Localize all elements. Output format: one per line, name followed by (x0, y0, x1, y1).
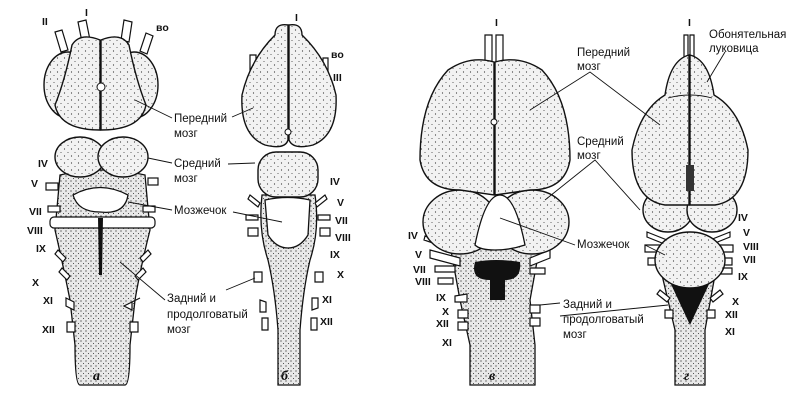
nerve-label: V (337, 197, 344, 209)
panel-letter-b: б (281, 369, 289, 384)
panel-letter-d: г (684, 369, 689, 384)
nerve-label: I (85, 7, 88, 19)
nerve-label: IV (330, 176, 340, 188)
brain-a (43, 19, 159, 386)
nerve-label: VII (743, 254, 756, 266)
nerve-label: VIII (27, 225, 43, 237)
panel-letter-a: а (93, 369, 100, 384)
label-midbrain: мозг (577, 150, 601, 162)
nerve-label: XI (43, 295, 53, 307)
nerve-label: XII (320, 316, 333, 328)
label-midbrain: мозг (174, 173, 198, 185)
nerve-label: X (732, 296, 739, 308)
nerve-label: III (333, 72, 342, 84)
nerve-label: IX (436, 292, 446, 304)
nerve-label: IV (408, 230, 418, 242)
panel-letter-c: в (489, 369, 496, 384)
nerve-label: X (32, 277, 39, 289)
nerve-label: I (495, 17, 498, 29)
label-forebrain: мозг (577, 61, 601, 73)
label-hindbrain: продолговатый (563, 314, 644, 326)
nerve-label: во (156, 22, 169, 34)
nerve-label: XI (322, 294, 332, 306)
nerve-label: XI (442, 337, 452, 349)
nerve-label: VIII (335, 232, 351, 244)
leader-lines (119, 51, 726, 317)
label-olfactory-bulb: Обонятельная (709, 29, 786, 41)
label-hindbrain: Задний и (167, 293, 216, 305)
nerve-label: IX (36, 243, 46, 255)
nerve-label: VII (29, 206, 42, 218)
label-hindbrain: продолговатый (167, 309, 248, 321)
nerve-label: VII (335, 215, 348, 227)
nerve-label: IX (330, 249, 340, 261)
nerve-label: VIII (743, 241, 759, 253)
nerve-label: во (331, 49, 344, 61)
brain-c (419, 34, 571, 386)
label-forebrain: Передний (174, 113, 227, 125)
label-hindbrain: мозг (167, 324, 191, 336)
nerve-label: XI (725, 326, 735, 338)
label-forebrain: мозг (174, 128, 198, 140)
nerve-label: XII (42, 324, 55, 336)
nerve-label: V (415, 249, 422, 261)
label-hindbrain: Задний и (563, 299, 612, 311)
nerve-label: V (743, 227, 750, 239)
nerve-label: I (295, 12, 298, 24)
nerve-label: XII (725, 309, 738, 321)
nerve-label: I (688, 17, 691, 29)
nerve-label: IX (738, 271, 748, 283)
nerve-label: IV (38, 158, 48, 170)
brain-d (631, 34, 749, 386)
label-midbrain: Средний (577, 136, 624, 148)
nerve-label: V (31, 178, 38, 190)
label-midbrain: Средний (174, 158, 221, 170)
label-cerebellum: Мозжечок (174, 205, 227, 217)
label-forebrain: Передний (577, 47, 630, 59)
label-cerebellum: Мозжечок (577, 239, 630, 251)
brain-b (241, 24, 337, 386)
nerve-label: VII (413, 264, 426, 276)
nerve-label: X (337, 269, 344, 281)
label-hindbrain: мозг (563, 329, 587, 341)
nerve-label: II (42, 16, 48, 28)
nerve-label: VIII (415, 276, 431, 288)
nerve-label: IV (738, 212, 748, 224)
label-olfactory-bulb: луковица (709, 43, 759, 55)
nerve-label: XII (436, 318, 449, 330)
nerve-label: X (442, 306, 449, 318)
